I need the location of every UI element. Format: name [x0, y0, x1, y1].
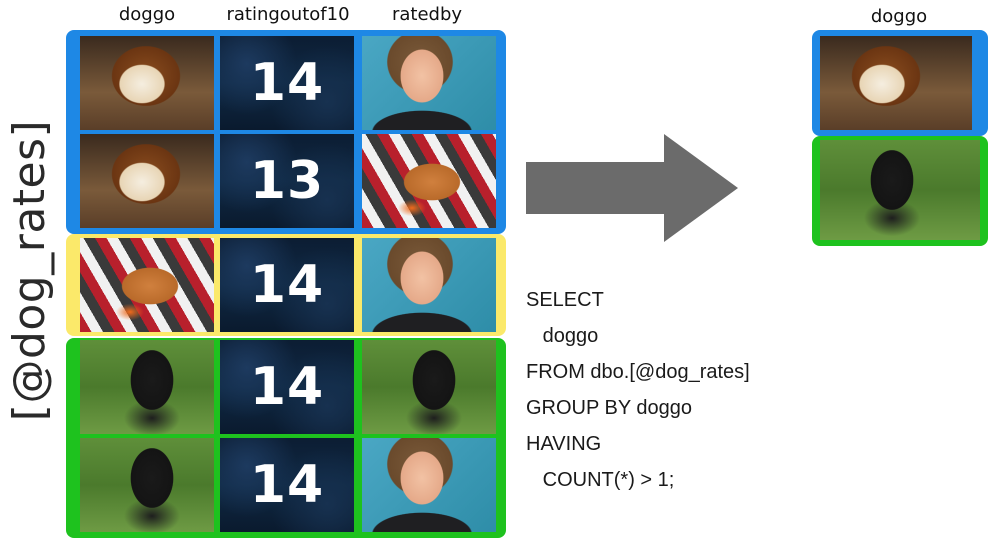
ratedby-woman-photo	[362, 438, 496, 532]
doggo-brown-dog-photo	[80, 36, 214, 130]
column-header-ratedby: ratedby	[391, 4, 463, 25]
rating-value: 14	[249, 455, 325, 515]
rating-cell: 14	[220, 36, 354, 130]
rating-cell: 14	[220, 340, 354, 434]
sql-query: SELECT doggo FROM dbo.[@dog_rates] GROUP…	[526, 282, 750, 498]
result-black-dog-photo	[820, 140, 980, 240]
doggo-brown-dog-photo	[80, 134, 214, 228]
table-name-label: [@dog_rates]	[0, 119, 60, 421]
rating-cell: 14	[220, 238, 354, 332]
rating-value: 14	[249, 357, 325, 417]
table-name-text: [@dog_rates]	[4, 119, 56, 421]
sql-line: GROUP BY doggo	[526, 397, 693, 419]
sql-line: HAVING	[526, 433, 602, 455]
doggo-goldendoodle-photo	[80, 238, 214, 332]
column-header-doggo: doggo	[118, 4, 176, 25]
rating-value: 13	[249, 151, 325, 211]
rating-value: 14	[249, 53, 325, 113]
doggo-black-dog-photo	[80, 438, 214, 532]
rating-cell: 13	[220, 134, 354, 228]
sql-line: COUNT(*) > 1;	[526, 469, 675, 491]
ratedby-goldendoodle-photo	[362, 134, 496, 228]
doggo-black-dog-photo	[80, 340, 214, 434]
rating-cell: 14	[220, 438, 354, 532]
sql-line: FROM dbo.[@dog_rates]	[526, 361, 750, 383]
ratedby-black-dog-photo	[362, 340, 496, 434]
column-header-ratingoutof10: ratingoutof10	[226, 4, 350, 25]
result-brown-dog-photo	[820, 36, 972, 130]
result-column-header-doggo: doggo	[870, 6, 928, 27]
ratedby-woman-photo	[362, 36, 496, 130]
ratedby-woman-photo	[362, 238, 496, 332]
right-arrow-icon	[526, 134, 738, 242]
sql-line: SELECT	[526, 289, 604, 311]
sql-line: doggo	[526, 325, 599, 347]
rating-value: 14	[249, 255, 325, 315]
